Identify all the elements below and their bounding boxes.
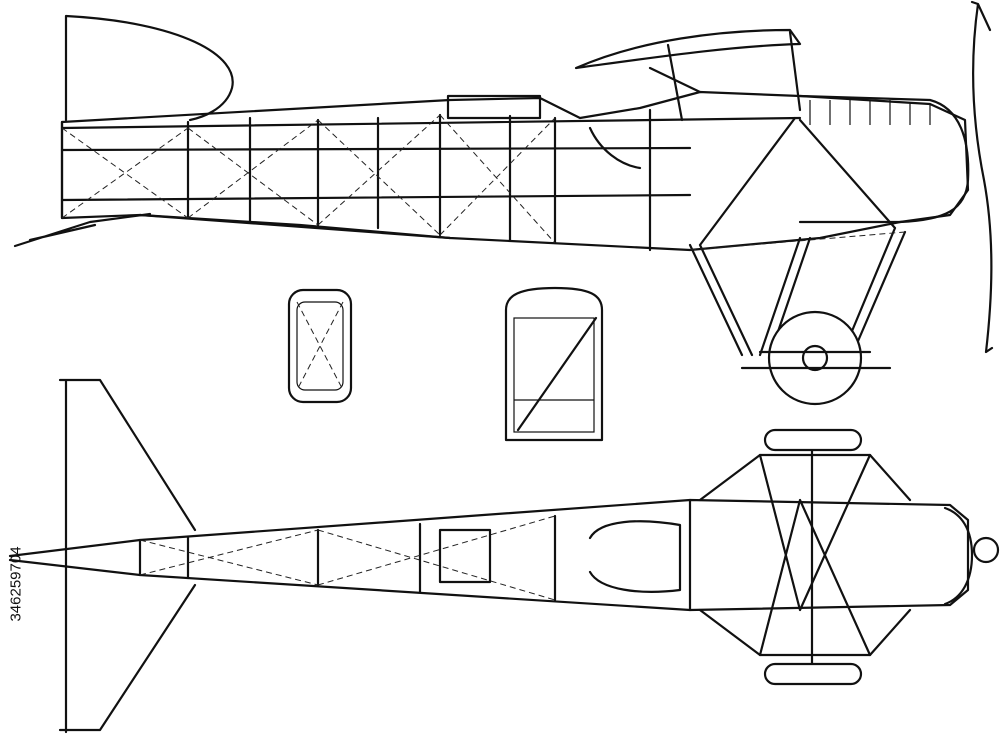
horizontal-stabilizer — [58, 378, 197, 734]
stock-id-text: 346259704 — [7, 546, 25, 622]
cross-section-rear — [287, 288, 353, 404]
prop-hub — [972, 536, 1000, 564]
tail-skid — [13, 212, 152, 248]
side-view — [13, 0, 994, 406]
plan-view — [8, 378, 1000, 734]
wheel-top — [763, 428, 863, 452]
landing-gear — [688, 116, 907, 357]
engine-cowl — [798, 94, 970, 224]
wheel — [767, 310, 863, 406]
propeller — [970, 0, 994, 354]
fuselage-plan — [8, 498, 970, 612]
upper-wing — [574, 28, 802, 70]
fuselage-outline — [60, 90, 970, 252]
rudder — [64, 14, 234, 122]
wheel-bottom — [763, 662, 863, 686]
stock-id-label: 346259704 — [5, 494, 27, 674]
cross-section-front — [504, 286, 604, 442]
